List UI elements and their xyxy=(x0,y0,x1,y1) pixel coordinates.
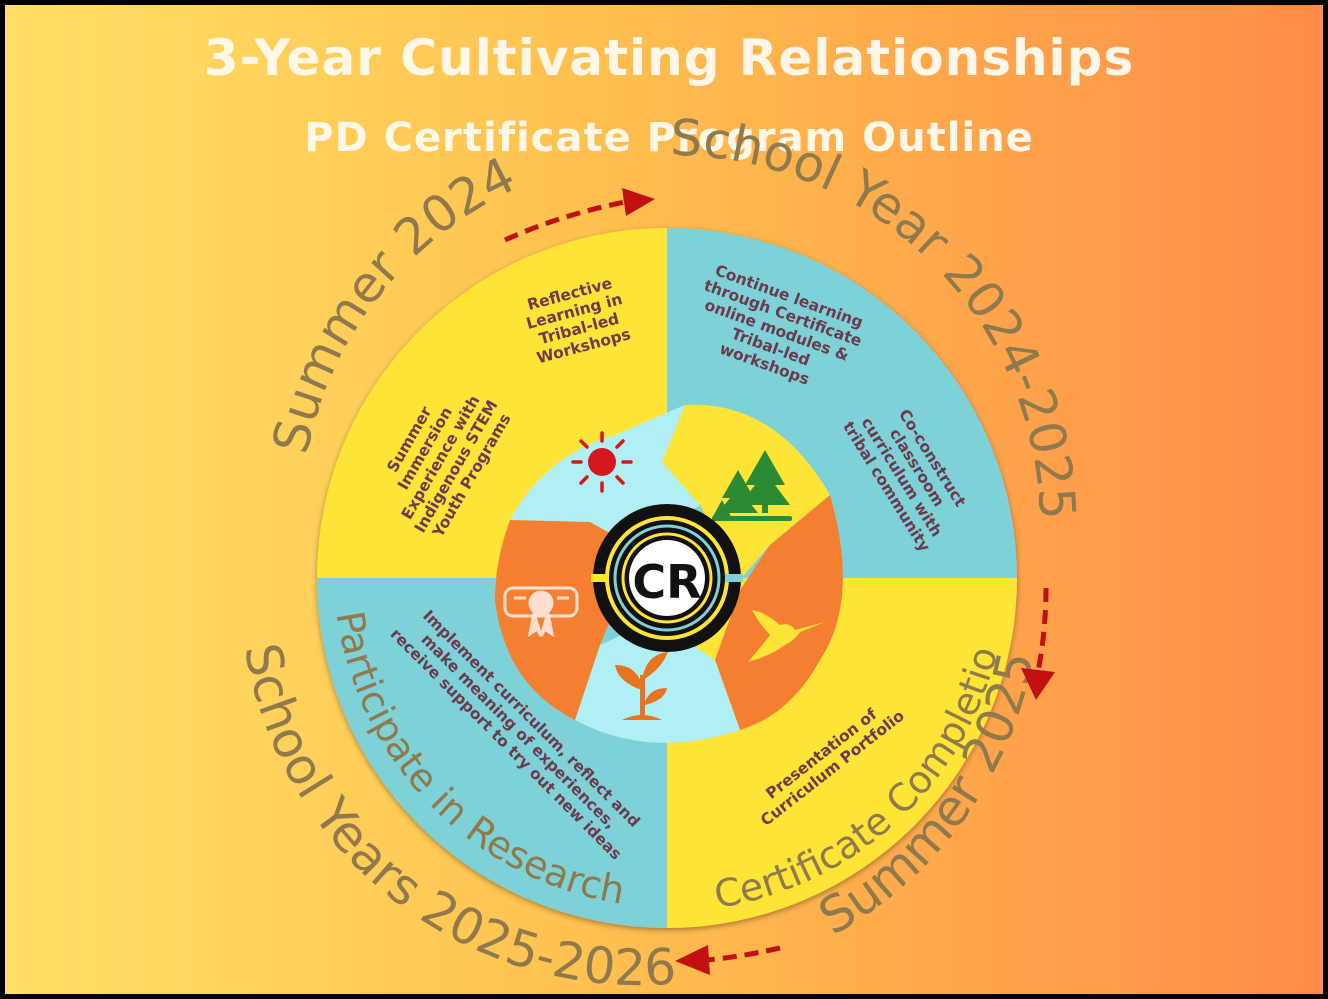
logo-text: CR xyxy=(632,555,701,609)
logo-cr: CR xyxy=(591,504,743,652)
arrow-bottom xyxy=(675,945,781,975)
trees-icon xyxy=(712,450,792,521)
certificate-icon xyxy=(503,586,579,638)
cycle-diagram: CR Summer 2024 School Year 2024-2025 Sum… xyxy=(5,5,1086,994)
arrow-right xyxy=(1021,587,1055,700)
title-line-2: PD Certificate Program Outline xyxy=(304,115,1034,161)
sprout-icon xyxy=(615,652,668,720)
inner-piece-right xyxy=(715,495,843,730)
hummingbird-icon xyxy=(748,610,825,662)
sun-icon xyxy=(571,431,633,493)
title-line-1: 3-Year Cultivating Relationships xyxy=(203,29,1135,87)
arrow-top xyxy=(503,188,655,243)
inner-piece-bottom xyxy=(575,620,740,743)
